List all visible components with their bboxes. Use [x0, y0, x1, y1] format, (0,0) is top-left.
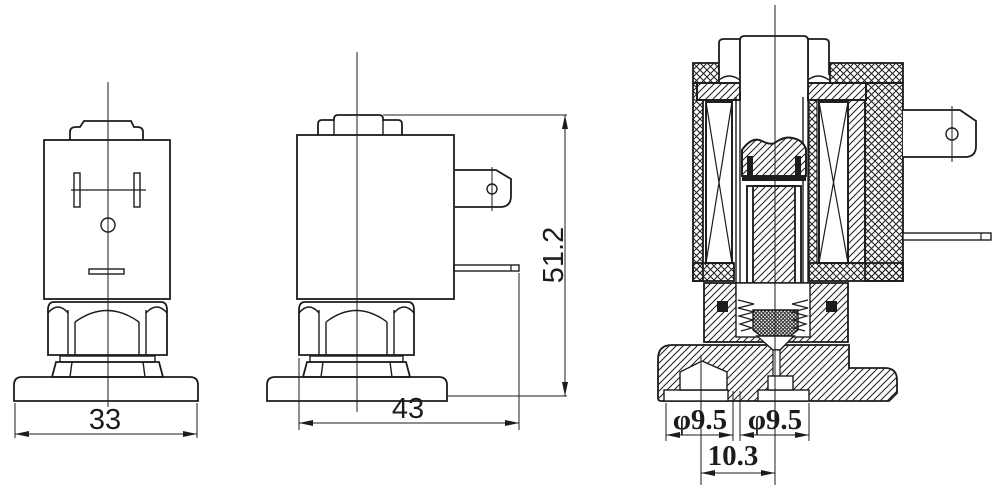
front-dim-width-label: 33 — [89, 404, 121, 436]
front-hex-nut — [47, 301, 168, 356]
section-oring-right — [826, 301, 837, 312]
front-cap — [69, 120, 144, 140]
section-coil-left — [705, 101, 733, 264]
side-terminal-pin — [453, 264, 520, 272]
side-coil-body — [296, 134, 455, 300]
section-terminal-pin — [902, 232, 992, 241]
section-port-left — [679, 360, 728, 391]
section-dim-port-spacing: 10.3 — [701, 440, 775, 476]
front-coil-body — [43, 139, 171, 300]
side-hex-nut — [298, 301, 415, 356]
side-base-plate — [266, 376, 448, 402]
side-dim-height-label: 51.2 — [538, 227, 570, 283]
cross-section-view: φ9.5 φ9.5 10.3 — [657, 5, 992, 485]
front-dim-width: 33 — [14, 403, 198, 438]
section-dim-port-left-label: φ9.5 — [673, 404, 727, 436]
section-dim-port-spacing-label: 10.3 — [708, 440, 759, 472]
side-dim-depth-label: 43 — [392, 393, 424, 425]
front-view: 33 — [13, 82, 199, 438]
side-top-nut — [317, 114, 403, 135]
section-top-nut — [718, 35, 830, 92]
section-dim-port-right-label: φ9.5 — [748, 404, 802, 436]
section-oring-left — [717, 301, 728, 312]
section-connector-tab — [903, 106, 977, 162]
section-dim-port-left: φ9.5 φ9.5 — [665, 391, 810, 441]
section-guide-tube — [735, 97, 809, 295]
side-dim-height: 51.2 — [383, 114, 570, 397]
front-vent-slot — [88, 268, 125, 275]
section-plunger — [741, 136, 807, 181]
section-plunger-band — [742, 176, 806, 181]
side-connector-tab — [455, 167, 512, 211]
side-dim-depth: 43 — [298, 273, 520, 430]
side-view: 43 51.2 — [266, 52, 570, 430]
section-shell — [692, 62, 904, 282]
section-coil-right — [818, 101, 849, 264]
front-base-plate — [13, 376, 199, 402]
section-seal-left — [747, 156, 753, 176]
section-seal-right — [795, 156, 801, 176]
